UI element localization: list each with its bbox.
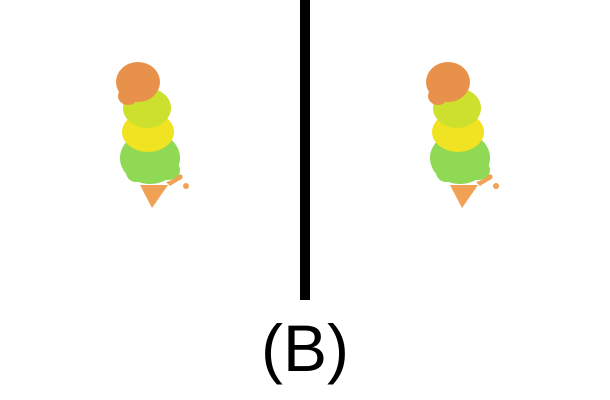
ice-cream-cone-icon bbox=[108, 60, 198, 210]
vertical-divider bbox=[300, 0, 310, 300]
left-panel bbox=[0, 0, 300, 300]
figure-caption: (B) bbox=[261, 311, 349, 385]
ice-cream-cone-icon bbox=[418, 60, 508, 210]
right-panel bbox=[310, 0, 610, 300]
